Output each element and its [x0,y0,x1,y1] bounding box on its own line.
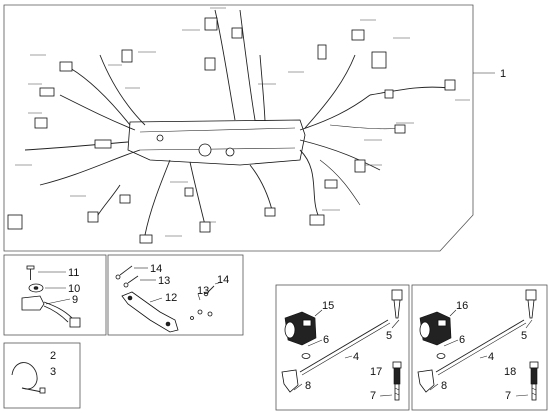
plug-cap-5-right [525,289,537,319]
ignition-coil-16 [419,311,452,346]
callout-11: 11 [68,267,79,279]
washer-6-right [436,353,446,359]
clamp-group-frame [3,342,81,409]
washer-6 [301,353,311,359]
callout-1: 1 [500,68,506,80]
spark-plug-7-right [529,361,539,401]
sensor-group-frame [3,254,107,336]
callout-18: 18 [504,366,516,378]
callout-2: 2 [50,350,56,362]
bracket-group-frame [107,254,244,336]
callout-16: 16 [456,300,468,312]
callout-15: 15 [322,300,334,312]
callout-8-left: 8 [305,380,311,392]
callout-13-upper: 13 [158,275,170,287]
plug-cap-5 [391,289,403,319]
screw-11 [26,265,35,280]
cable-tie [11,362,46,394]
callout-6-left: 6 [323,334,329,346]
bracket-12 [121,291,179,333]
callout-5-left: 5 [386,330,392,342]
callout-17: 17 [370,366,382,378]
callout-13-lower: 13 [197,285,209,297]
callout-8-right: 8 [441,380,447,392]
clamp-group: 2 3 [3,342,81,409]
boot-8-right [417,369,435,393]
callout-5-right: 5 [521,330,527,342]
ignition-coil-15 [284,311,317,346]
callout-14-upper: 14 [150,263,162,275]
sensor-9 [21,295,81,328]
sensor-group: 11 10 9 [3,254,107,336]
callout-3: 3 [50,366,56,378]
main-harness-panel: 1 [3,4,506,252]
illegible-part-labels [15,7,470,237]
callout-12: 12 [165,292,177,304]
frame-beam [127,119,306,166]
wire-bundles [24,9,451,236]
harness-panel-frame [3,4,474,252]
spark-plug-cable-4 [299,319,391,376]
ignition-right-frame [411,284,548,411]
harness-connectors [7,17,456,244]
callout-7-left: 7 [370,390,376,402]
bracket-group: 14 13 12 14 13 [107,254,244,336]
screws-14-13-lower [190,285,215,320]
callout-4-left: 4 [353,351,359,363]
grommet-10 [28,283,44,293]
callout-10: 10 [68,283,80,295]
callout-14-lower: 14 [217,274,229,286]
spark-plug-cable-4-right [435,319,527,376]
ignition-left-frame [275,284,410,411]
ignition-group-right: 16 6 4 5 18 8 7 [411,284,548,411]
callout-9: 9 [72,294,78,306]
spark-plug-7 [392,361,402,401]
callout-7-right: 7 [505,390,511,402]
callout-4-right: 4 [488,351,494,363]
callout-6-right: 6 [459,334,465,346]
ignition-group-left: 15 6 4 5 17 8 7 [275,284,410,411]
boot-8 [281,369,299,393]
screws-14-13-upper [115,265,139,288]
